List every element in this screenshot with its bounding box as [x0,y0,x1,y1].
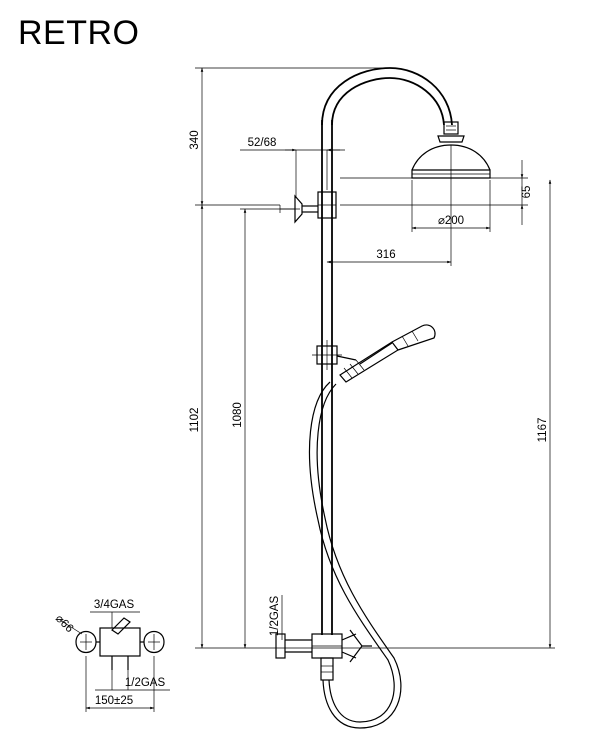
detail-34-gas-label: 3/4GAS [94,599,135,611]
dim-340-label: 340 [189,130,201,149]
mixer-detail-view: 3/4GAS ⌀66 1/2GAS 150±25 [53,599,170,712]
detail-spacing-label: 150±25 [95,695,133,707]
page-title: RETRO [18,14,140,52]
dim-1167-label: 1167 [537,418,549,443]
hand-shower-holder [312,340,357,370]
detail-half-gas-label: 1/2GAS [125,677,166,689]
dim-65-label: 65 [521,186,533,199]
upper-bracket [279,191,337,224]
shower-head [411,121,491,225]
gooseneck-arm [321,67,453,126]
dim-1080-label: 1080 [232,402,244,428]
detail-phi66-label: ⌀66 [53,613,75,635]
dimension-lines: 340 1102 1080 1/2GAS 52/68 65 1167 ⌀200 [189,67,555,649]
hand-shower [339,324,436,383]
riser-pipe [321,120,333,635]
bottom-mixer [275,629,372,681]
dim-half-gas-label: 1/2GAS [269,596,281,637]
dim-52-68-label: 52/68 [248,137,277,149]
dim-316-label: 316 [376,249,395,261]
dim-1102-label: 1102 [189,408,201,433]
dim-200-label: ⌀200 [438,215,464,227]
shower-hose [308,381,402,729]
